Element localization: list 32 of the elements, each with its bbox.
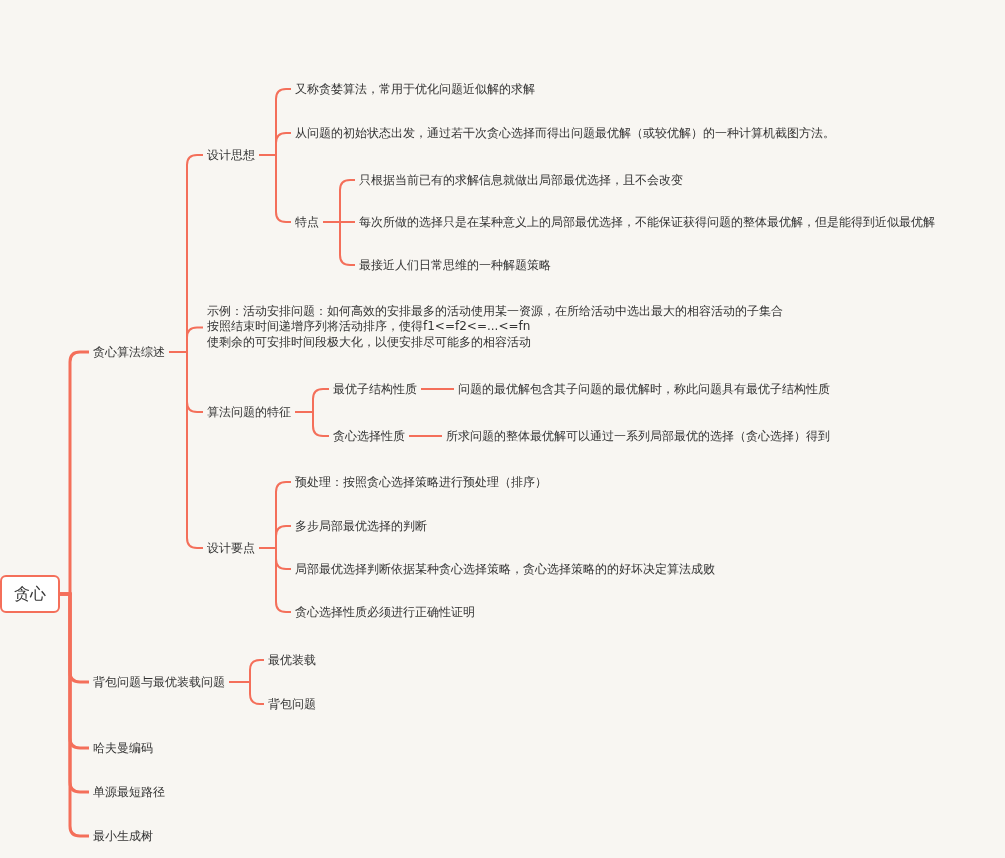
topic-label: 最优装载	[268, 651, 316, 669]
topic-label: 单源最短路径	[93, 783, 165, 801]
topic-label: 预处理：按照贪心选择策略进行预处理（排序）	[295, 473, 547, 491]
topic-label: 多步局部最优选择的判断	[295, 517, 427, 535]
topic-label: 最小生成树	[93, 827, 153, 845]
topic-label: 最优子结构性质	[333, 380, 417, 398]
branch-line	[294, 411, 330, 437]
topic-text: 按照结束时间递增序列将活动排序，使得f1<=f2<=...<=fn	[207, 319, 532, 335]
topic-label: 贪心选择性质	[333, 427, 405, 445]
topic-label: 贪心算法综述	[93, 343, 165, 361]
topic-label: 算法问题的特征	[207, 403, 291, 421]
branch-line	[408, 435, 443, 437]
topic-label: 又称贪婪算法，常用于优化问题近似解的求解	[295, 80, 535, 98]
topic-label: 问题的最优解包含其子问题的最优解时，称此问题具有最优子结构性质	[458, 380, 830, 398]
topic-text: 使剩余的可安排时间段极大化，以便安排尽可能多的相容活动	[207, 334, 532, 350]
topic-label: 贪心选择性质必须进行正确性证明	[295, 603, 475, 621]
branch-line	[420, 388, 455, 390]
topic-label: 设计思想	[207, 146, 255, 164]
topic-text: 示例：活动安排问题：如何高效的安排最多的活动使用某一资源，在所给活动中选出最大的相容活动的子集合	[207, 303, 783, 319]
topic-label: 最接近人们日常思维的一种解题策略	[359, 256, 551, 274]
topic-label: 背包问题与最优装载问题	[93, 673, 225, 691]
topic-label: 所求问题的整体最优解可以通过一系列局部最优的选择（贪心选择）得到	[446, 427, 830, 445]
topic-label: 局部最优选择判断依据某种贪心选择策略，贪心选择策略的的好坏决定算法成败	[295, 560, 715, 578]
topic-label: 背包问题	[268, 695, 316, 713]
topic-label: 设计要点	[207, 539, 255, 557]
branch-line	[168, 351, 204, 549]
root-topic-box: 贪心	[0, 575, 60, 613]
topic-label: 只根据当前已有的求解信息就做出局部最优选择，且不会改变	[359, 171, 683, 189]
topic-label: 特点	[295, 213, 319, 231]
topic-label: 哈夫曼编码	[93, 739, 153, 757]
topic-label: 从问题的初始状态出发，通过若干次贪心选择而得出问题最优解（或较优解）的一种计算机截图方法。	[295, 124, 835, 142]
topic-label: 每次所做的选择只是在某种意义上的局部最优选择，不能保证获得问题的整体最优解，但是能得到近似最优解	[359, 213, 935, 231]
